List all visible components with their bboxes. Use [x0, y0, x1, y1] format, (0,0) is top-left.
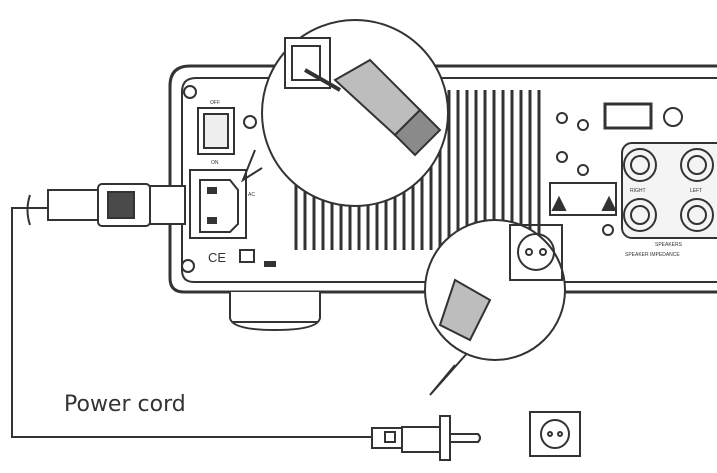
screw-icons: [181, 85, 614, 273]
ce-mark: CE: [208, 250, 226, 265]
right-label: RIGHT: [630, 188, 646, 194]
left-label: LEFT: [690, 188, 702, 194]
iec-plug: [26, 183, 186, 227]
power-cord-line: [11, 207, 372, 438]
outlet-zoom-callout: [424, 219, 566, 396]
speakers-label: SPEAKERS: [655, 242, 683, 248]
inlet-zoom-callout: [240, 19, 449, 207]
speaker-terminals: RIGHT LEFT SPEAKERS SPEAKER IMPEDANCE: [621, 142, 717, 258]
impedance-label: SPEAKER IMPEDANCE: [625, 252, 680, 258]
schuko-plug: [371, 415, 481, 461]
wall-socket-icon: [529, 411, 581, 457]
switch-on-label: ON: [211, 160, 219, 166]
ac-label: AC: [248, 192, 255, 198]
switch-off-label: OFF: [210, 100, 220, 106]
power-cord-caption: Power cord: [64, 392, 186, 417]
